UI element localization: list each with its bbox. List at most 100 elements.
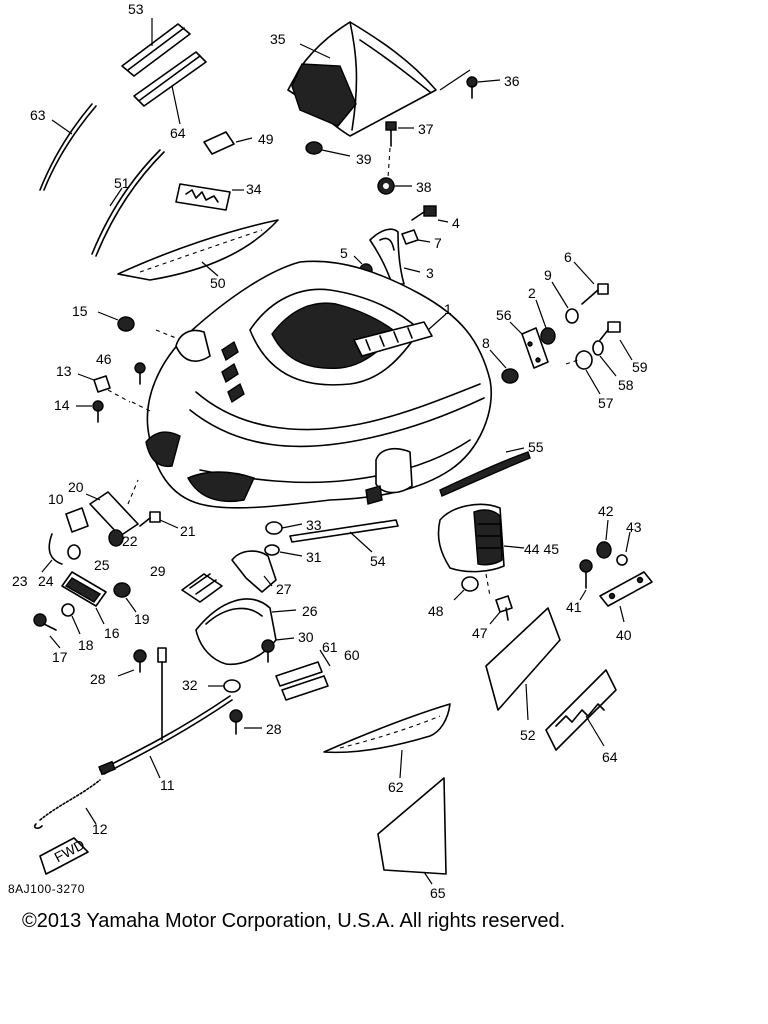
- callout-43: 43: [626, 519, 642, 535]
- nut-2: [535, 299, 556, 345]
- spring-12: [33, 779, 101, 829]
- screw-28b: [229, 709, 262, 735]
- pad-60: [281, 649, 331, 701]
- bolt-59: [599, 321, 633, 361]
- callout-4: 4: [452, 215, 460, 231]
- screw-36: [439, 69, 501, 99]
- callout-1: 1: [444, 301, 452, 317]
- callout-48: 48: [428, 603, 444, 619]
- callout-36: 36: [504, 73, 520, 89]
- callout-55: 55: [528, 439, 544, 455]
- grommet-8: [489, 349, 519, 384]
- pad-61: [275, 661, 323, 687]
- plate-20: [85, 479, 139, 537]
- collar-57: [565, 350, 601, 395]
- callout-11: 11: [160, 777, 175, 793]
- connector-32: [208, 679, 241, 693]
- callout-49: 49: [258, 131, 274, 147]
- callout-40: 40: [616, 627, 632, 643]
- callout-26: 26: [302, 603, 318, 619]
- pad-10: [65, 507, 89, 533]
- callout-58: 58: [618, 377, 634, 393]
- decal-62: [323, 703, 451, 779]
- washer-58: [592, 340, 617, 377]
- callout-53: 53: [128, 1, 144, 17]
- callout-51: 51: [114, 175, 130, 191]
- callout-2: 2: [528, 285, 536, 301]
- callout-15: 15: [72, 303, 88, 319]
- bolt-6: [573, 261, 609, 305]
- callout-39: 39: [356, 151, 372, 167]
- washer-43: [616, 531, 631, 566]
- callout-61: 61: [322, 639, 338, 655]
- diagram-reference-code: 8AJ100-3270: [8, 882, 85, 896]
- clip-49: [203, 131, 235, 155]
- callout-24: 24: [38, 573, 54, 589]
- washer-7: [401, 229, 431, 245]
- callout-9: 9: [544, 267, 552, 283]
- callout-8: 8: [482, 335, 490, 351]
- clip-13: [77, 373, 111, 393]
- callout-44-45: 44 45: [524, 541, 559, 557]
- callout-12: 12: [92, 821, 108, 837]
- screw-30: [261, 637, 295, 663]
- decal-63: [39, 103, 97, 191]
- bolt-21: [139, 511, 179, 529]
- callout-54: 54: [370, 553, 386, 569]
- callout-65: 65: [430, 885, 446, 900]
- callout-6: 6: [564, 249, 572, 265]
- callout-63: 63: [30, 107, 46, 123]
- callout-46: 46: [96, 351, 112, 367]
- bolt-4: [411, 205, 449, 223]
- callout-38: 38: [416, 179, 432, 195]
- decal-52: [485, 607, 561, 721]
- bracket-26: [195, 598, 297, 666]
- callout-19: 19: [134, 611, 150, 627]
- callout-37: 37: [418, 121, 434, 137]
- callout-60: 60: [344, 647, 360, 663]
- screw-46: [134, 362, 146, 385]
- grommet-19: [113, 582, 137, 613]
- callout-28a: 28: [90, 671, 106, 687]
- nut-33: [265, 521, 303, 535]
- screw-17: [33, 613, 61, 649]
- spacer-25: [67, 544, 81, 560]
- callout-34: 34: [246, 181, 262, 197]
- wire-harness-11: [98, 647, 233, 779]
- washer-38: [377, 177, 412, 195]
- callout-42: 42: [598, 503, 614, 519]
- nut-31: [264, 544, 303, 557]
- callout-57: 57: [598, 395, 614, 411]
- callout-18: 18: [78, 637, 94, 653]
- callout-35: 35: [270, 31, 286, 47]
- screw-28a: [117, 649, 147, 677]
- bracket-3: [369, 228, 421, 285]
- callout-16: 16: [104, 625, 120, 641]
- callout-47: 47: [472, 625, 488, 641]
- washer-18: [61, 603, 81, 635]
- hood-1: [107, 260, 492, 509]
- decal-51: [91, 149, 165, 257]
- callout-64-right: 64: [602, 749, 618, 765]
- bracket-23: [41, 533, 63, 573]
- screw-41: [579, 559, 593, 601]
- reflector-16: [61, 571, 107, 625]
- washer-9: [551, 281, 579, 324]
- nut-39: [305, 141, 351, 157]
- bracket-40: [599, 571, 653, 623]
- windshield-35: [287, 21, 437, 137]
- callout-7: 7: [434, 235, 442, 251]
- bolt-37: [385, 121, 414, 179]
- exploded-parts-diagram: FWD: [12, 1, 653, 900]
- decal-50: [117, 219, 279, 281]
- nut-42: [596, 519, 612, 559]
- callout-22: 22: [122, 533, 138, 549]
- grommet-15: [97, 311, 135, 332]
- decal-53: [121, 23, 207, 107]
- callout-14: 14: [54, 397, 70, 413]
- callout-30: 30: [298, 629, 314, 645]
- callout-52: 52: [520, 727, 536, 743]
- nut-48: [453, 576, 479, 601]
- callout-23: 23: [12, 573, 28, 589]
- callout-41: 41: [566, 599, 582, 615]
